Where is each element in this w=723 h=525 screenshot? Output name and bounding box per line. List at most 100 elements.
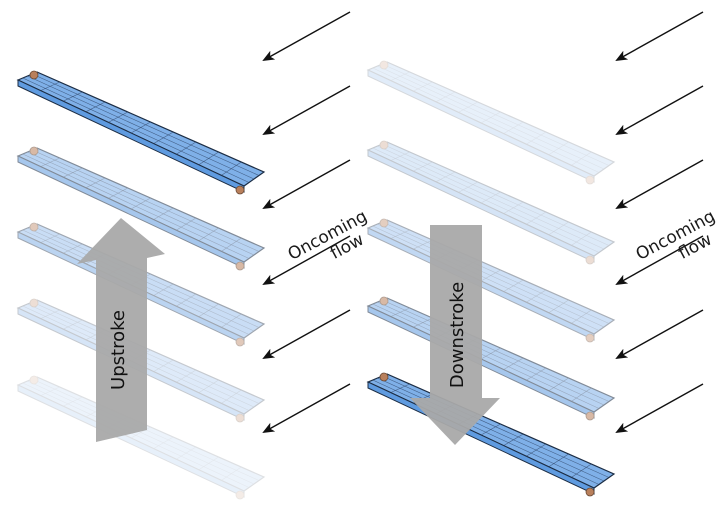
pivot-knob [379, 218, 389, 228]
pivot-knob [585, 175, 595, 185]
mesh-line [382, 221, 610, 324]
mesh-line [372, 67, 600, 173]
pivot-knob [379, 140, 389, 150]
wing-position-2 [16, 146, 266, 271]
mesh-line [390, 307, 410, 317]
mesh-line [526, 211, 547, 225]
mesh-line [221, 389, 242, 404]
mesh-line [390, 151, 410, 161]
mesh-line [176, 369, 197, 383]
mesh-line [130, 426, 151, 439]
mesh-line [413, 239, 433, 250]
oncoming-flow-label-left: Oncoming flow [285, 206, 371, 264]
mesh-line [548, 299, 569, 314]
mesh-line [63, 396, 83, 407]
pivot-knob [585, 487, 595, 497]
mesh-line [390, 229, 410, 239]
wing-position-5 [16, 375, 266, 500]
flow-arrow [262, 383, 351, 433]
mesh-line [382, 63, 610, 166]
wing-position-2 [366, 140, 616, 265]
mesh-line [153, 207, 174, 220]
mesh-line [382, 375, 610, 478]
upstroke-arrow: Upstroke [77, 218, 165, 442]
mesh-line [40, 386, 60, 396]
mesh-line [526, 367, 547, 381]
pivot-knob [585, 255, 595, 265]
mesh-line [377, 377, 605, 482]
mesh-line [63, 319, 83, 330]
mesh-line [548, 377, 569, 392]
pivot-knob [379, 372, 389, 382]
flow-arrow [262, 235, 351, 285]
mesh-line [176, 293, 197, 307]
wing-surface [16, 376, 266, 492]
pivot-knob [379, 296, 389, 306]
flow-arrow [262, 159, 351, 209]
mesh-line [176, 217, 197, 231]
mesh-line [435, 91, 456, 103]
wing-edge [17, 79, 245, 193]
wing-surface [366, 219, 616, 335]
flow-arrow [615, 383, 704, 433]
mesh-line [85, 177, 106, 189]
wing-position-1 [366, 60, 616, 185]
mesh-line [480, 191, 501, 204]
pivot-knob [235, 490, 245, 500]
mesh-line [198, 227, 219, 242]
pivot-knob [585, 333, 595, 343]
mesh-line [377, 223, 605, 328]
mesh-line [382, 299, 610, 402]
mesh-line [526, 289, 547, 303]
mesh-line [27, 75, 255, 180]
mesh-line [458, 181, 478, 193]
left-panel: Upstroke Oncoming flow [16, 11, 371, 500]
mesh-line [480, 111, 501, 124]
mesh-line [571, 231, 592, 246]
mesh-line [153, 436, 174, 449]
pivot-knob [29, 375, 39, 385]
flow-arrow [615, 235, 704, 285]
wing-position-1 [16, 70, 266, 195]
mesh-line [526, 131, 547, 145]
pivot-knob [29, 298, 39, 308]
wing-surface [366, 61, 616, 177]
mesh-line [198, 379, 219, 394]
mesh-line [22, 153, 250, 259]
flow-arrow [262, 309, 351, 359]
mesh-line [480, 347, 501, 360]
mesh-line [390, 71, 410, 81]
mesh-line [458, 101, 478, 113]
mesh-line [221, 466, 242, 481]
pivot-knob [235, 261, 245, 271]
mesh-line [221, 237, 242, 252]
mesh-line [372, 379, 600, 485]
mesh-line [40, 309, 60, 319]
flow-arrows-right [615, 11, 704, 433]
flow-arrows-left [262, 11, 351, 433]
mesh-line [413, 81, 433, 92]
mesh-line [503, 357, 524, 370]
mesh-line [372, 147, 600, 253]
flow-arrow [615, 159, 704, 209]
right-panel: Downstroke Oncoming flow [366, 11, 719, 497]
mesh-line [153, 283, 174, 296]
mesh-line [40, 233, 60, 243]
downstroke-arrow: Downstroke [410, 225, 500, 445]
mesh-line [503, 121, 524, 134]
mesh-line [221, 313, 242, 328]
mesh-line [198, 303, 219, 318]
wing-edge [367, 69, 595, 183]
flow-arrow [615, 309, 704, 359]
pivot-knob [29, 222, 39, 232]
mesh-line [63, 243, 83, 254]
mesh-line [480, 269, 501, 282]
mesh-line [372, 303, 600, 409]
mesh-line [435, 171, 456, 183]
flow-arrow [615, 85, 704, 135]
flow-arrow [262, 11, 351, 61]
mesh-line [503, 279, 524, 292]
mesh-line [548, 221, 569, 236]
flow-arrow [615, 11, 704, 61]
